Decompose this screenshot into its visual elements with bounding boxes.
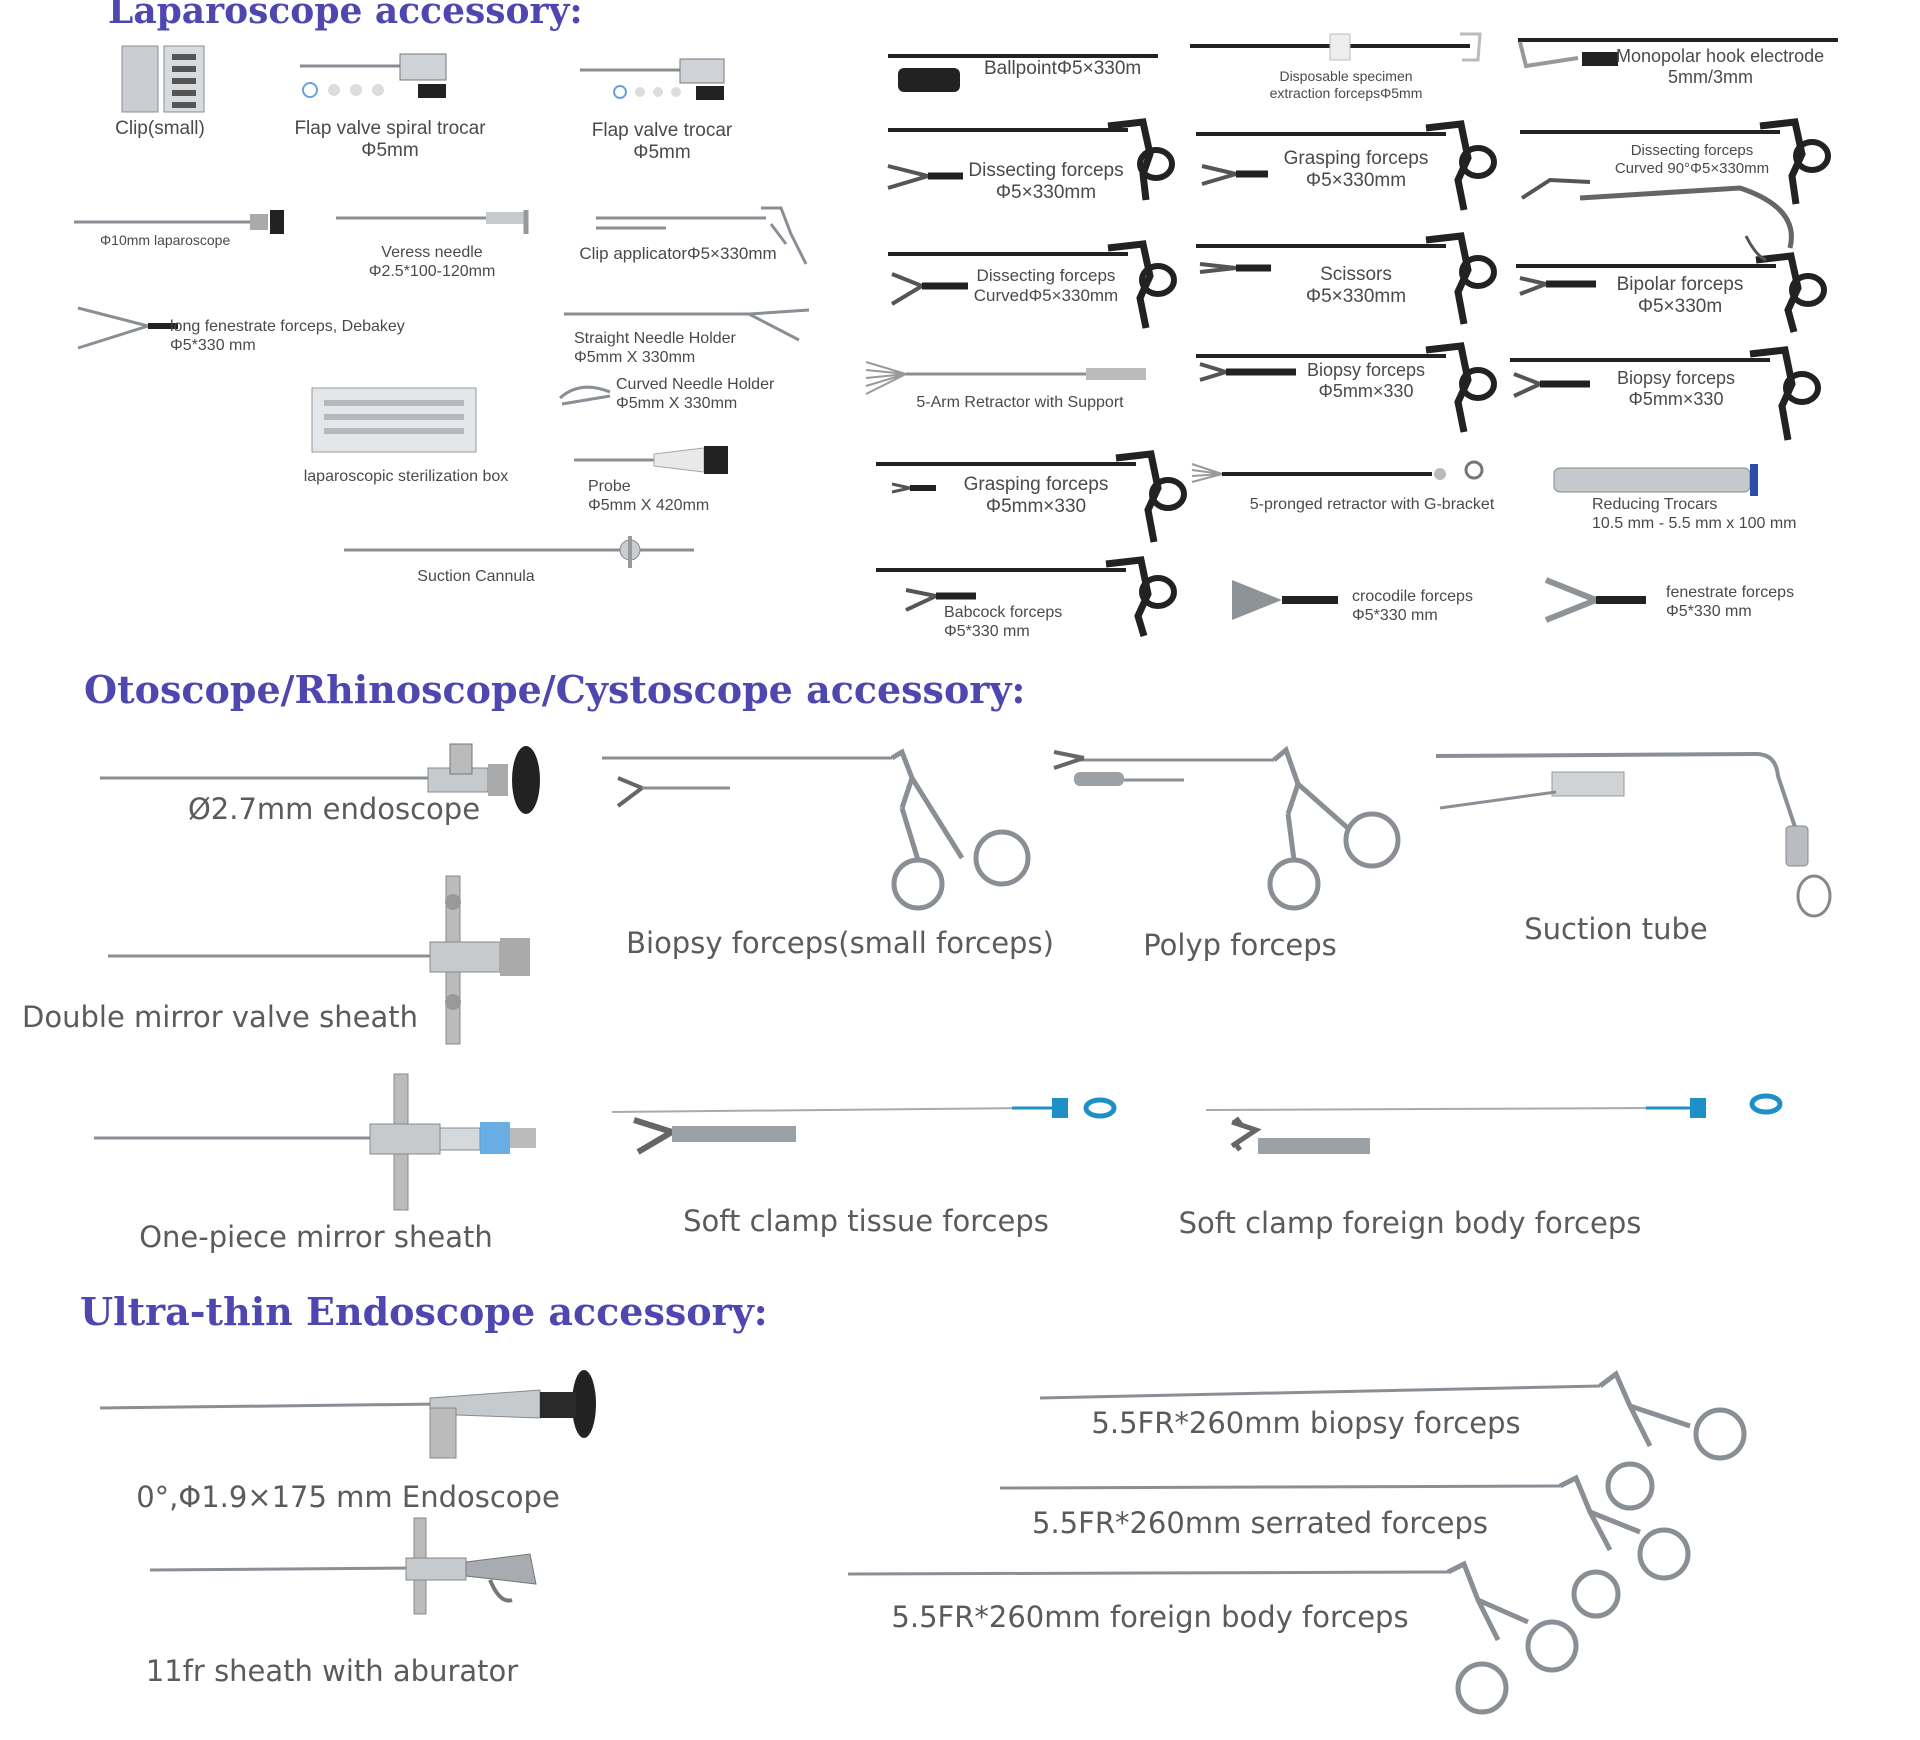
section-title-ultrathin: Ultra-thin Endoscope accessory: — [80, 1289, 768, 1334]
section-title-otoscope: Otoscope/Rhinoscope/Cystoscope accessory… — [84, 667, 1026, 712]
polyp-forceps-label: Polyp forceps — [1143, 928, 1337, 962]
biopsy-55-label: 5.5FR*260mm biopsy forceps — [1091, 1406, 1521, 1440]
suction-tube-label: Suction tube — [1524, 912, 1708, 946]
clip-applicator-label: Clip applicatorΦ5×330mm — [579, 244, 777, 263]
endoscope-27-label: Ø2.7mm endoscope — [187, 792, 481, 826]
soft-tissue-forceps-label: Soft clamp tissue forceps — [683, 1204, 1049, 1238]
retractor-5arm-label: 5-Arm Retractor with Support — [916, 394, 1124, 411]
retractor-5pronged-label: 5-pronged retractor with G-bracket — [1249, 496, 1495, 513]
soft-foreign-forceps-label: Soft clamp foreign body forceps — [1178, 1206, 1642, 1240]
clip-small-label: Clip(small) — [115, 118, 205, 139]
biopsy-small-forceps-label: Biopsy forceps(small forceps) — [626, 926, 1054, 960]
section-title-laparoscope: Laparoscope accessory: — [108, 0, 583, 32]
endoscope-19-label: 0°,Φ1.9×175 mm Endoscope — [136, 1480, 560, 1514]
sterilization-box-label: laparoscopic sterilization box — [303, 468, 509, 485]
ballpoint-label: BallpointΦ5×330m — [984, 58, 1142, 79]
sheath-11fr-label: 11fr sheath with aburator — [145, 1654, 519, 1688]
double-sheath-label: Double mirror valve sheath — [22, 1000, 418, 1034]
serrated-55-label: 5.5FR*260mm serrated forceps — [1032, 1506, 1488, 1540]
onepiece-sheath-label: One-piece mirror sheath — [139, 1220, 493, 1254]
laparoscope-10mm-label: Φ10mm laparoscope — [100, 232, 231, 248]
foreign-55-label: 5.5FR*260mm foreign body forceps — [891, 1600, 1409, 1634]
suction-cannula-label: Suction Cannula — [417, 568, 535, 585]
